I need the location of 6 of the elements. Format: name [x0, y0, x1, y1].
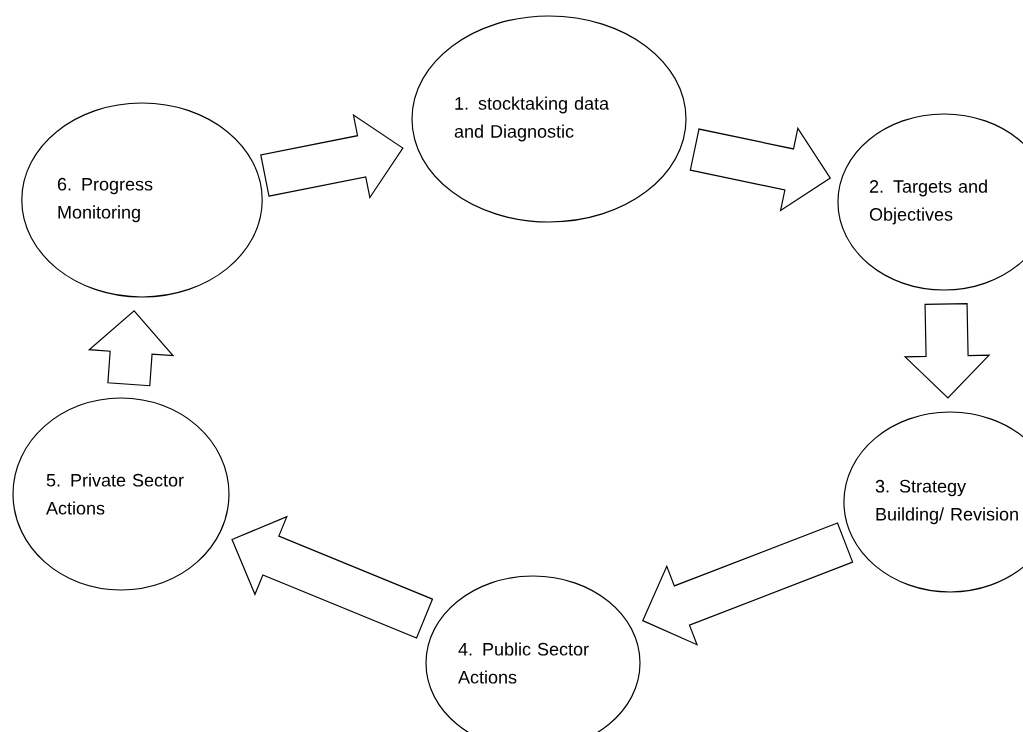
block-arrow [260, 113, 404, 199]
block-arrow [689, 126, 832, 212]
block-arrow [231, 515, 434, 639]
block-arrow [87, 309, 175, 387]
block-arrow [641, 522, 854, 646]
block-arrow [903, 302, 991, 399]
